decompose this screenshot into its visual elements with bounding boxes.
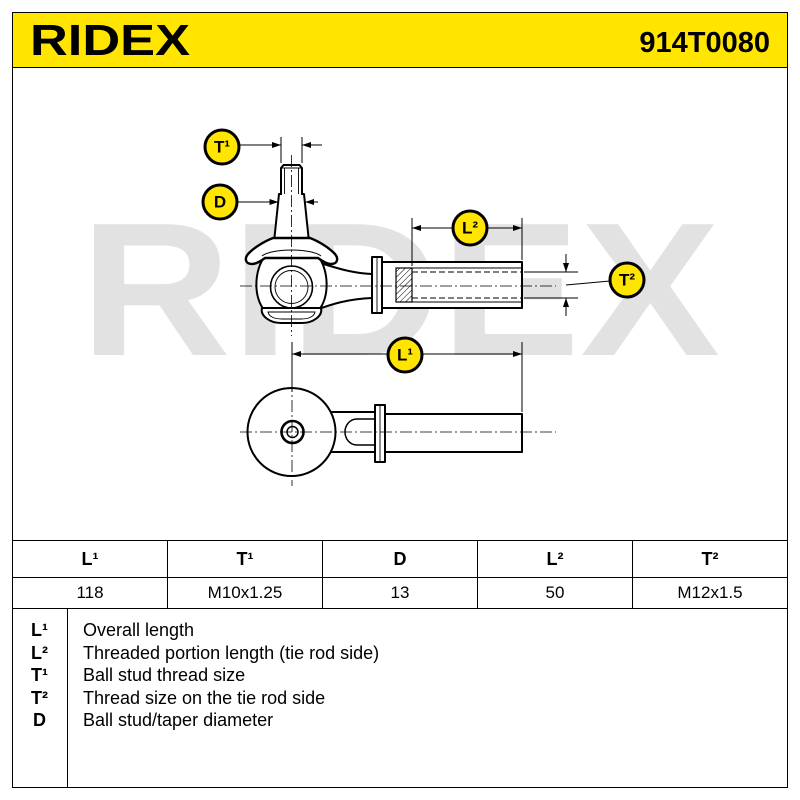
spec-header-t1: T¹ <box>167 540 323 578</box>
badge-circle <box>451 209 489 247</box>
dimension-badge-d: D <box>201 183 239 221</box>
spec-value-t1: M10x1.25 <box>167 577 323 609</box>
legend: L¹ L² T¹ T² D Overall length Threaded po… <box>12 608 788 788</box>
header-graphics: RIDEX 914T0080 <box>30 16 770 65</box>
legend-symbol-column: L¹ L² T¹ T² D <box>12 608 68 788</box>
legend-description-column: Overall length Threaded portion length (… <box>83 608 379 732</box>
dimension-badge-l2: L² <box>451 209 489 247</box>
part-number: 914T0080 <box>639 27 770 59</box>
spec-value-t2: M12x1.5 <box>632 577 788 609</box>
dimension-badge-t1: T¹ <box>203 128 241 166</box>
drawing-area: RIDEX <box>12 68 788 540</box>
badge-label: T² <box>619 271 635 290</box>
spec-value-d: 13 <box>322 577 478 609</box>
badge-circle <box>386 336 424 374</box>
technical-drawing: RIDEX <box>80 128 720 486</box>
spec-header-t2: T² <box>632 540 788 578</box>
legend-description: Threaded portion length (tie rod side) <box>83 642 380 663</box>
header-bar: RIDEX 914T0080 <box>12 12 788 68</box>
spec-table: L¹ T¹ D L² T² 118 M10x1.25 13 50 M12x1.5 <box>12 540 788 609</box>
legend-symbol: L² <box>31 642 48 663</box>
housing-bottom-cap-inner <box>267 311 316 320</box>
legend-description: Thread size on the tie rod side <box>83 687 326 708</box>
spec-value-row: 118 M10x1.25 13 50 M12x1.5 <box>12 577 788 609</box>
legend-description: Overall length <box>83 620 195 640</box>
dimension-t2-leader <box>565 280 611 286</box>
threaded-tube-top-view <box>384 413 523 453</box>
spec-value-l2: 50 <box>477 577 633 609</box>
badge-circle <box>201 183 239 221</box>
badge-label: D <box>214 193 226 212</box>
tube-section-hatch <box>395 267 413 303</box>
badge-label: T¹ <box>214 138 230 157</box>
brand-logo: RIDEX <box>30 16 190 65</box>
dimension-badge-l1: L¹ <box>386 336 424 374</box>
legend-symbol: T² <box>31 687 48 708</box>
spec-header-l1: L¹ <box>12 540 168 578</box>
spec-value-l1: 118 <box>12 577 168 609</box>
spec-header-d: D <box>322 540 478 578</box>
badge-circle <box>203 128 241 166</box>
centerlines <box>240 155 556 486</box>
spec-header-row: L¹ T¹ D L² T² <box>12 540 788 578</box>
dimension-badge-t2: T² <box>608 261 646 299</box>
legend-description: Ball stud thread size <box>83 665 246 685</box>
legend-symbol: T¹ <box>31 665 48 685</box>
legend-symbol: L¹ <box>31 620 48 640</box>
badge-label: L¹ <box>397 346 413 365</box>
spec-header-l2: L² <box>477 540 633 578</box>
legend-symbol: D <box>33 710 46 730</box>
badge-circle <box>608 261 646 299</box>
legend-description: Ball stud/taper diameter <box>83 710 274 730</box>
badge-label: L² <box>462 219 478 238</box>
